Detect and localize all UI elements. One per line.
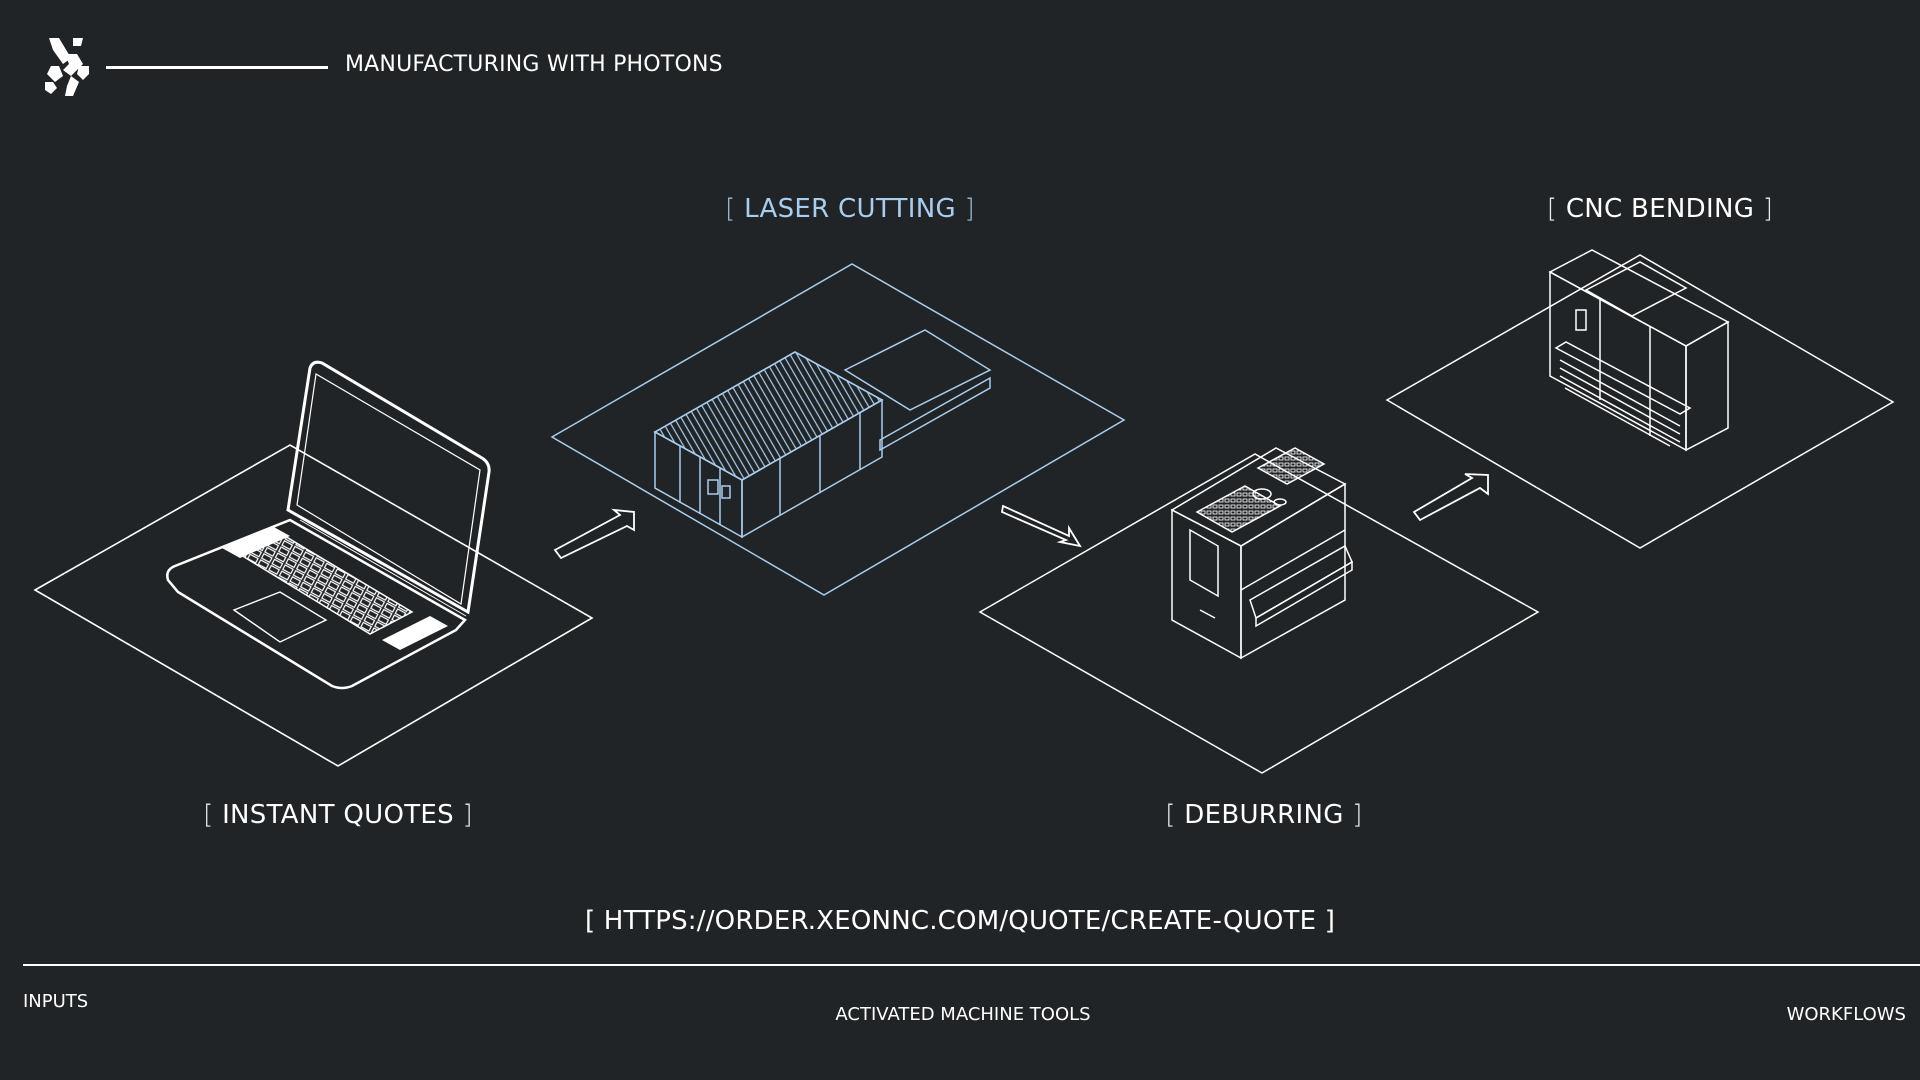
laser-cutter-icon [550,263,1126,596]
header-rule [106,66,328,69]
stage-label-cnc-bending: [ CNC BENDING ] [1546,194,1774,224]
stage-label-instant-quotes: [ INSTANT QUOTES ] [203,800,473,830]
stage-label-deburring: [ DEBURRING ] [1165,800,1363,830]
flow-arrow-icon [553,508,635,560]
footer-label-activated-machine-tools: ACTIVATED MACHINE TOOLS [835,1004,1091,1025]
footer-rule [23,964,1920,966]
footer-label-workflows: WORKFLOWS [1786,1004,1906,1025]
flow-arrow-icon [1412,473,1489,522]
flow-arrow-icon [1000,504,1082,548]
laptop-icon [33,360,594,767]
xeon-logo-icon [45,38,89,96]
deburring-machine-icon [978,447,1540,774]
press-brake-icon [1385,249,1895,549]
stage-label-laser-cutting: [ LASER CUTTING ] [725,194,975,224]
page-title: MANUFACTURING WITH PHOTONS [345,52,723,77]
quote-url-link[interactable]: [ HTTPS://ORDER.XEONNC.COM/QUOTE/CREATE-… [584,906,1336,936]
footer-label-inputs: INPUTS [23,991,89,1012]
